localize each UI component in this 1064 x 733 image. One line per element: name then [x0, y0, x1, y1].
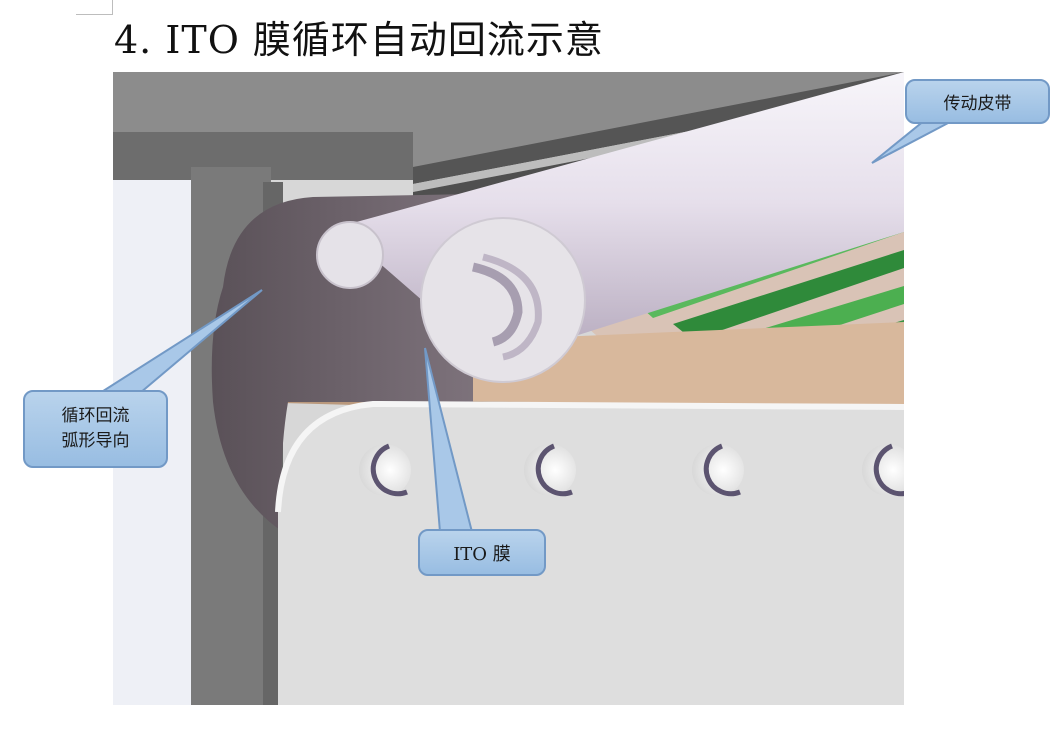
arc-pointer	[96, 289, 263, 394]
callout-film-label: ITO 膜	[453, 543, 511, 565]
panel-holes	[359, 443, 904, 497]
machine-drawing	[113, 72, 904, 705]
film-pointer	[424, 347, 474, 533]
small-roller-end	[316, 221, 384, 289]
callout-arc-line1: 循环回流	[61, 406, 130, 426]
machine-illustration	[113, 72, 904, 705]
bottom-panel	[278, 404, 904, 705]
callout-arc-guide: 循环回流 弧形导向	[23, 390, 168, 468]
belt-pointer	[871, 118, 954, 164]
large-roller-end	[420, 217, 586, 383]
callout-transmission-belt: 传动皮带	[905, 79, 1050, 124]
callout-arc-line2: 弧形导向	[61, 431, 130, 451]
callout-belt-label: 传动皮带	[943, 94, 1012, 114]
page-title: 4. ITO 膜循环自动回流示意	[114, 18, 604, 62]
callout-ito-film: ITO 膜	[418, 529, 546, 576]
page-corner-mark	[76, 0, 113, 15]
